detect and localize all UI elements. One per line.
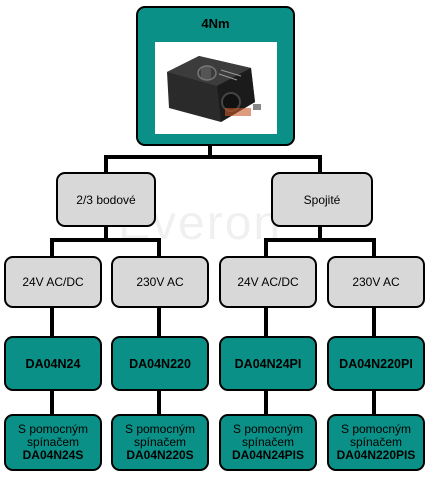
aux-line2: spínačem [241, 435, 295, 449]
connector-v2-up [157, 238, 161, 258]
aux-line2: spínačem [349, 435, 403, 449]
root-title: 4Nm [201, 16, 230, 31]
connector-branch-1-down [104, 226, 108, 240]
connector-v3-aux [264, 390, 268, 416]
aux-node-da04n24pis: S pomocným spínačem DA04N24PIS [219, 414, 317, 471]
model-node-da04n24: DA04N24 [4, 336, 102, 391]
voltage-label: 24V AC/DC [237, 275, 299, 289]
connector-branch-2-down [318, 226, 322, 240]
connector-v4-up [372, 238, 376, 258]
connector-v1-aux [50, 390, 54, 416]
actuator-photo [154, 42, 277, 134]
aux-line1: S pomocným [124, 422, 196, 436]
branch-node-continuous: Spojité [271, 172, 373, 227]
voltage-label: 230V AC [136, 275, 184, 289]
branch-label: 2/3 bodové [76, 192, 136, 207]
connector-v2-aux [157, 390, 161, 416]
aux-line2: spínačem [133, 435, 187, 449]
aux-node-da04n24s: S pomocným spínačem DA04N24S [4, 414, 102, 471]
aux-line1: S pomocným [340, 422, 412, 436]
aux-node-da04n220pis: S pomocným spínačem DA04N220PIS [327, 414, 425, 471]
voltage-node-24v-continuous: 24V AC/DC [219, 256, 317, 308]
actuator-illustration [166, 56, 261, 122]
connector-v3-model [264, 306, 268, 338]
aux-line2: spínačem [26, 435, 80, 449]
connector-root-down [208, 145, 212, 157]
aux-line1: S pomocným [17, 422, 89, 436]
connector-branch-2-horizontal [264, 238, 376, 242]
model-node-da04n220pi: DA04N220PI [327, 336, 425, 391]
aux-model: DA04N220S [126, 448, 194, 462]
model-label: DA04N24PI [234, 356, 302, 371]
model-label: DA04N220PI [339, 356, 413, 371]
voltage-node-230v-continuous: 230V AC [327, 256, 425, 308]
connector-branch-1-horizontal [50, 238, 161, 242]
connector-v1-up [50, 238, 54, 258]
aux-line1: S pomocným [232, 422, 304, 436]
connector-v4-aux [372, 390, 376, 416]
connector-v4-model [372, 306, 376, 338]
connector-v1-model [50, 306, 54, 338]
voltage-node-230v-2-3: 230V AC [111, 256, 209, 308]
aux-model: DA04N24PIS [231, 448, 305, 462]
root-node: 4Nm [136, 6, 295, 146]
voltage-label: 230V AC [352, 275, 400, 289]
model-label: DA04N24 [25, 356, 81, 371]
aux-node-da04n220s: S pomocným spínačem DA04N220S [111, 414, 209, 471]
connector-top-horizontal [104, 155, 322, 159]
aux-model: DA04N220PIS [336, 448, 416, 462]
voltage-label: 24V AC/DC [22, 275, 84, 289]
voltage-node-24v-2-3: 24V AC/DC [4, 256, 102, 308]
connector-v2-model [157, 306, 161, 338]
branch-node-2-3-point: 2/3 bodové [56, 172, 156, 227]
model-node-da04n220: DA04N220 [111, 336, 209, 391]
aux-model: DA04N24S [22, 448, 84, 462]
connector-branch-1-up [104, 155, 108, 174]
model-node-da04n24pi: DA04N24PI [219, 336, 317, 391]
connector-v3-up [264, 238, 268, 258]
connector-branch-2-up [318, 155, 322, 174]
model-label: DA04N220 [129, 356, 191, 371]
branch-label: Spojité [303, 192, 341, 207]
